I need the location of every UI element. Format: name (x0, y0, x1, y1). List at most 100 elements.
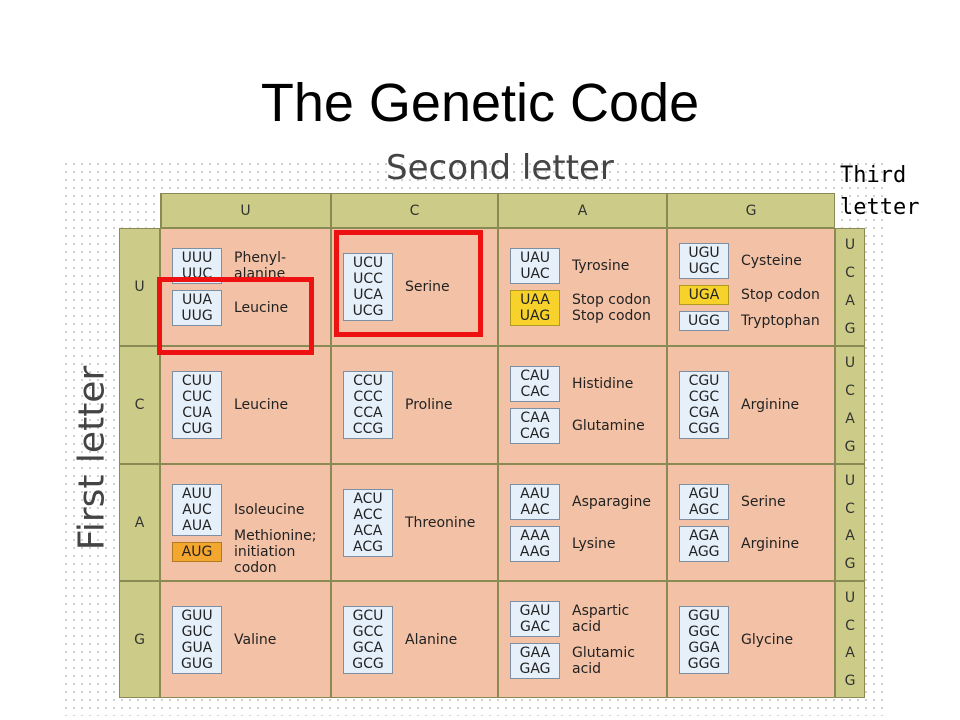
third-letter-a: A (845, 528, 855, 545)
codon: GGC (688, 623, 720, 640)
codon: UGC (688, 261, 720, 277)
third-letter-a: A (845, 645, 855, 662)
highlight-box-leucine (157, 277, 314, 355)
third-letter-label-line2: letter (840, 195, 920, 220)
amino-acid-label: Isoleucine (234, 501, 305, 518)
codon-cell-ag (667, 464, 835, 581)
codon: GUG (181, 655, 213, 672)
third-letter-c: C (845, 265, 855, 281)
codon: CGC (688, 389, 720, 405)
codon: UUG (181, 308, 213, 324)
codon: ACC (353, 506, 383, 523)
codon: CCA (353, 405, 383, 421)
second-letter-header-u: U (160, 193, 331, 228)
codon: CCU (353, 373, 383, 389)
amino-acid-label: Glutamine (572, 418, 645, 434)
first-letter-header-a: A (119, 464, 160, 581)
amino-acid-label: Leucine (234, 300, 289, 316)
first-letter-header-u: U (119, 228, 160, 346)
codon: GCC (352, 623, 384, 640)
page-title: The Genetic Code (260, 73, 700, 133)
amino-acid-label: Tyrosine (572, 258, 630, 274)
codon: AAG (519, 543, 551, 560)
codon: UAA (520, 292, 550, 308)
codon-cell-uu (160, 228, 331, 346)
codon: CAC (520, 384, 550, 400)
codon: GGG (687, 655, 721, 672)
amino-acid-label: Serine (741, 493, 786, 510)
codon: CUU (181, 373, 213, 389)
codon: GGA (688, 639, 720, 656)
codon: GAU (519, 602, 551, 619)
third-letter-a: A (845, 411, 855, 427)
codon-cell-ca (498, 346, 667, 464)
third-letter-u: U (844, 472, 856, 489)
codon: AGG (688, 543, 720, 560)
codon: CUC (182, 389, 212, 405)
codon-cell-aa (498, 464, 667, 581)
second-letter-header-a: A (498, 193, 667, 228)
codon: UCA (353, 287, 383, 303)
codon: CCC (353, 389, 383, 405)
stop-codon-box: UGA (679, 285, 729, 305)
amino-acid-label: Cysteine (741, 253, 802, 269)
start-codon-box: AUG (172, 541, 222, 562)
third-letter-g: G (844, 439, 856, 455)
codon: AUA (182, 517, 212, 534)
codon: UAU (519, 250, 551, 266)
third-letter-a: A (845, 293, 855, 309)
codon: GCG (352, 655, 384, 672)
codon: CUA (182, 405, 212, 421)
codon: AGA (689, 527, 719, 544)
codon: UUA (181, 292, 213, 308)
codon-cell-cu (160, 346, 331, 464)
codon: CGU (688, 373, 720, 389)
amino-acid-label: Lysine (572, 535, 616, 552)
codon: GCA (352, 639, 384, 656)
second-letter-label: Second letter (386, 148, 614, 188)
amino-acid-label: Tryptophan (741, 313, 820, 329)
amino-acid-label: Leucine (234, 397, 289, 413)
codon: CAU (520, 368, 550, 384)
first-letter-header-g: G (119, 581, 160, 698)
amino-acid-label: Stop codon (741, 287, 820, 303)
third-letter-c: C (845, 500, 855, 517)
codon: UUU (181, 250, 213, 266)
third-letter-label: Third letter (840, 160, 919, 224)
codon: GAC (520, 618, 550, 635)
codon: GGU (688, 607, 720, 624)
codon-box: UGG (679, 311, 729, 331)
amino-acid-label: Serine (405, 279, 450, 295)
codon: GUU (181, 607, 213, 624)
amino-acid-label: Histidine (572, 376, 634, 392)
codon: AGC (689, 501, 719, 518)
amino-acid-label: Arginine (741, 397, 800, 413)
third-letter-c: C (845, 383, 855, 399)
codon: UAG (519, 308, 551, 324)
codon: CAG (520, 426, 550, 442)
codon: AUC (182, 501, 212, 518)
codon: CAA (520, 410, 550, 426)
amino-acid-label: Proline (405, 397, 453, 413)
codon: CGG (688, 421, 720, 437)
